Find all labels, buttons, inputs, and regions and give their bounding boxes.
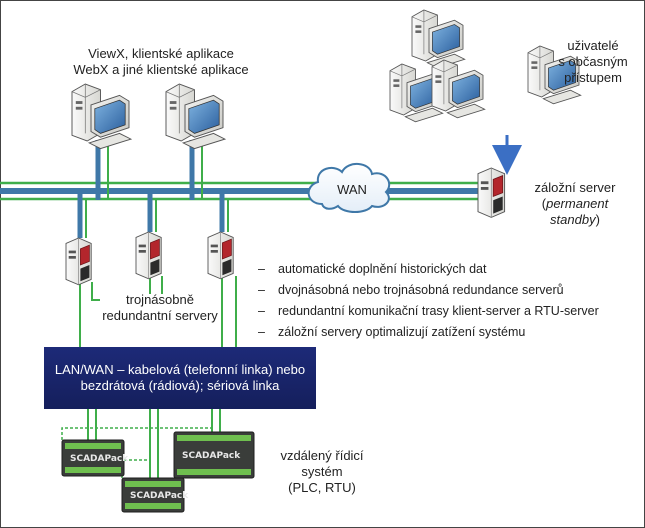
scadapack-icon: SCADAPack: [173, 431, 255, 479]
scadapack-icon: SCADAPack: [61, 439, 129, 477]
paren-open: (: [541, 196, 547, 211]
feature-text: dvojnásobná nebo trojnásobná redundance …: [278, 283, 564, 297]
remote-system-label: vzdálený řídicí systém (PLC, RTU): [262, 448, 382, 496]
occasional-users-line1: uživatelé: [567, 38, 619, 53]
triple-servers-label: trojnásobně redundantní servery: [80, 292, 240, 324]
server-icon: [207, 231, 234, 280]
scadapack-icon: SCADAPack: [121, 477, 189, 513]
scadapack-label: SCADAPack: [182, 451, 241, 461]
servers: [65, 167, 506, 286]
feature-item: –dvojnásobná nebo trojnásobná redundance…: [258, 283, 564, 297]
feature-text: záložní servery optimalizují zatížení sy…: [278, 325, 526, 339]
occasional-users-label: uživatelé s občasným přístupem: [548, 38, 638, 86]
scadapack-label: SCADAPack: [130, 491, 189, 501]
server-icon: [65, 237, 92, 286]
workstation-icon: [165, 83, 227, 150]
feature-list: –automatické doplnění historických dat –…: [258, 259, 599, 343]
backup-server-line1: záložní server: [534, 180, 616, 195]
backup-server-italic2: standby: [550, 212, 596, 227]
client-drops: [95, 140, 203, 200]
server-icon: [477, 167, 506, 218]
wan-cloud: [307, 163, 391, 213]
backup-server-italic1: permanent: [546, 196, 609, 211]
lan-wan-text: LAN/WAN – kabelová (telefonní linka) neb…: [54, 362, 306, 393]
remote-system-line3: (PLC, RTU): [288, 480, 356, 495]
server-drops: [77, 191, 229, 238]
feature-item: –záložní servery optimalizují zatížení s…: [258, 325, 526, 339]
feature-text: redundantní komunikační trasy klient-ser…: [278, 304, 599, 318]
feature-item: –automatické doplnění historických dat: [258, 262, 487, 276]
paren-close: ): [595, 212, 600, 227]
scadapack-label: SCADAPack: [70, 454, 129, 464]
workstations: [71, 9, 582, 150]
server-icon: [135, 231, 162, 280]
clients-label: ViewX, klientské aplikace WebX a jiné kl…: [46, 46, 276, 78]
triple-servers-line2: redundantní servery: [102, 308, 218, 323]
triple-servers-line1: trojnásobně: [126, 292, 194, 307]
feature-item: –redundantní komunikační trasy klient-se…: [258, 304, 599, 318]
clients-label-line2: WebX a jiné klientské aplikace: [73, 62, 249, 77]
occasional-users-line2: s občasným: [558, 54, 628, 69]
lan-wan-box: LAN/WAN – kabelová (telefonní linka) neb…: [44, 347, 316, 409]
workstation-icon: [71, 83, 133, 150]
remote-system-line1: vzdálený řídicí: [280, 448, 364, 463]
clients-label-line1: ViewX, klientské aplikace: [88, 46, 234, 61]
wan-label: WAN: [337, 182, 367, 197]
workstation-icon: [431, 59, 486, 119]
remote-system-line2: systém: [301, 464, 343, 479]
workstation-icon: [411, 9, 466, 69]
occasional-users-line3: přístupem: [564, 70, 622, 85]
workstation-icon: [527, 45, 582, 105]
lan-rtu-links: [87, 409, 221, 478]
network-backbone: [0, 181, 482, 201]
server-lan-links: [79, 276, 237, 347]
backup-server-label: záložní server (permanent standby): [520, 180, 630, 228]
feature-text: automatické doplnění historických dat: [278, 262, 487, 276]
